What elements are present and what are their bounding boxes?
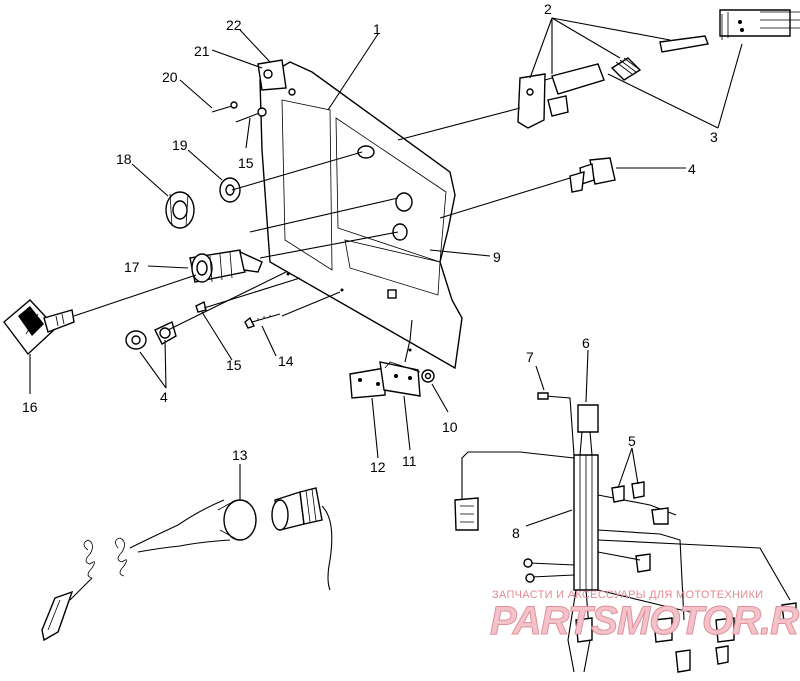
callout-15-upper: 15 [238,155,254,171]
callout-9: 9 [493,249,501,265]
callout-2: 2 [544,1,552,17]
watermark-logo: PARTSMOTOR.RU [490,599,800,643]
callout-3: 3 [710,129,718,145]
callout-4-left: 4 [160,389,168,405]
screws [195,59,296,329]
callout-7: 7 [526,349,534,365]
switch-assembly-top [517,9,800,129]
callout-labels: 1 2 3 4 4 5 6 7 8 9 10 11 12 13 14 15 15… [22,1,718,541]
assembly-lines [73,107,571,331]
callout-19: 19 [172,137,188,153]
callout-6: 6 [582,335,590,351]
callout-11: 11 [402,453,417,469]
toggle-switch [569,157,616,193]
callout-16: 16 [22,399,38,415]
wiring-harness [454,392,797,673]
leader-lines [29,17,743,527]
watermark-tagline: ЗАПЧАСТИ И АКСЕССУАРЫ ДЛЯ МОТОТЕХНИКИ [492,589,763,601]
callout-21: 21 [194,43,210,59]
callout-1: 1 [373,21,381,37]
callout-4-right: 4 [688,161,696,177]
dash-panel [259,61,463,370]
callout-8: 8 [512,525,520,541]
callout-5: 5 [628,433,636,449]
ignition-key [3,299,75,356]
callout-12: 12 [370,459,386,475]
tether-switch [41,487,333,642]
callout-20: 20 [162,69,178,85]
callout-18: 18 [116,151,132,167]
watermark: ЗАПЧАСТИ И АКСЕССУАРЫ ДЛЯ МОТОТЕХНИКИ PA… [490,589,800,644]
callout-17: 17 [124,259,140,275]
washer-clip [125,321,177,350]
callout-13: 13 [232,447,248,463]
callout-14: 14 [278,353,294,369]
brackets [349,319,435,399]
callout-15-lower: 15 [226,357,242,373]
callout-10: 10 [442,419,458,435]
callout-22: 22 [226,17,242,33]
key-switch [165,177,263,283]
